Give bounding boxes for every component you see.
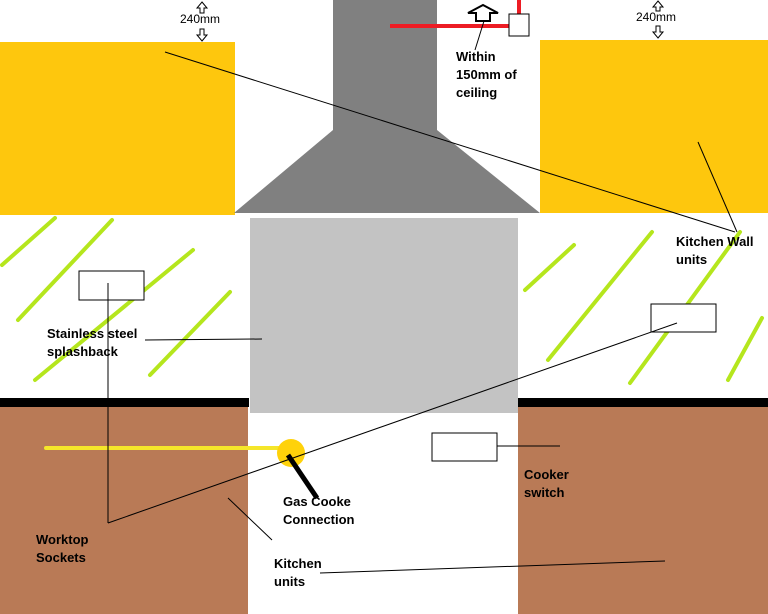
kitchen-units-label: Kitchen units: [274, 556, 322, 589]
base-unit-right: [518, 407, 768, 614]
dimension-label-left: 240mm: [180, 12, 221, 26]
gas-leader-thick: [285, 453, 320, 500]
extractor-hood: [234, 0, 540, 213]
wall-unit-right: [540, 40, 768, 213]
dimension-arrow-right: [651, 0, 665, 39]
base-unit-left: [0, 407, 248, 614]
gas-connection-label: Gas Cooke Connection: [283, 494, 355, 527]
arrow-leader-line: [474, 20, 485, 51]
kitchen-wall-units-label: Kitchen Wall units: [676, 234, 754, 267]
worktop-sockets-label: Worktop Sockets: [36, 532, 89, 565]
worktop-left: [0, 398, 249, 407]
wall-unit-left: [0, 42, 235, 215]
dimension-label-right: 240mm: [636, 10, 677, 24]
socket-box-right: [650, 303, 717, 333]
cooker-switch-label: Cooker switch: [524, 467, 569, 500]
worktop-right: [517, 398, 768, 407]
splashback-label: Stainless steel splashback: [47, 326, 138, 359]
stainless-steel-splashback: [250, 218, 518, 413]
flue-outlet-box: [508, 13, 530, 37]
dimension-arrow-left: [195, 1, 209, 42]
leader-lines: [107, 51, 738, 574]
up-arrow-icon: [467, 3, 499, 22]
gas-connection-dot: [277, 439, 305, 467]
socket-box-left: [78, 270, 145, 301]
cooker-switch-box: [431, 432, 498, 462]
ceiling-note-label: Within 150mm of ceiling: [456, 49, 517, 100]
